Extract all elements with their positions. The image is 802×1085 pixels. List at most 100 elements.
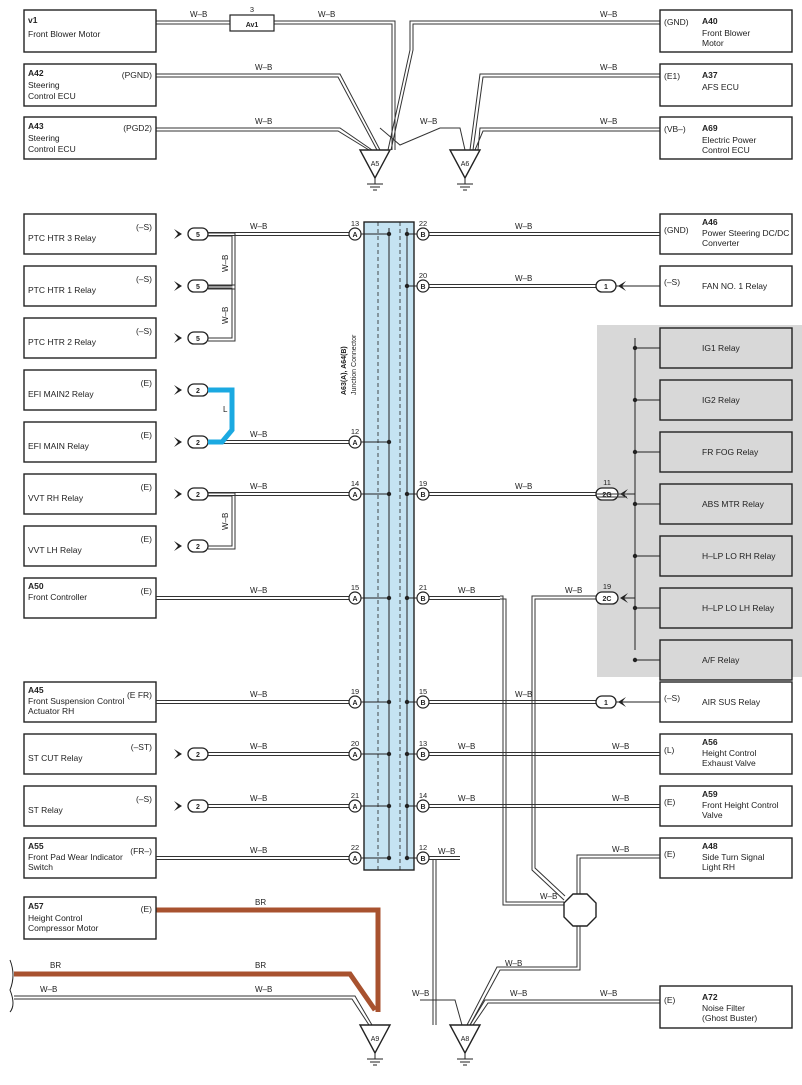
component-pin: (E FR) bbox=[127, 690, 152, 700]
component-name-line: Valve bbox=[702, 810, 723, 820]
component-name: FAN NO. 1 Relay bbox=[702, 281, 768, 291]
component-name-line: Compressor Motor bbox=[28, 923, 99, 933]
wire-label: W–B bbox=[600, 10, 617, 19]
component-name-line: Control ECU bbox=[28, 91, 76, 101]
junction-dot bbox=[632, 397, 638, 403]
connector-arrow bbox=[174, 437, 182, 447]
connector-pill bbox=[187, 227, 209, 241]
relay-box bbox=[659, 483, 793, 525]
junction-pin-number: 13 bbox=[351, 219, 359, 228]
wire-label: W–B bbox=[255, 63, 272, 72]
junction-connector: A63(A), A64(B) Junction Connector bbox=[341, 221, 415, 871]
connector-arrow bbox=[174, 489, 182, 499]
junction-dot bbox=[404, 491, 410, 497]
top-section: Av1 3 W–B W–B W–B W–B W–B W–B W–B W–B v1… bbox=[23, 5, 793, 191]
component-pin: (E) bbox=[141, 534, 153, 544]
junction-pin-number: 19 bbox=[419, 479, 427, 488]
component-box bbox=[23, 577, 157, 619]
component-name: AFS ECU bbox=[702, 82, 739, 92]
component-name: PTC HTR 3 Relay bbox=[28, 233, 97, 243]
wire-label: W–B bbox=[515, 690, 532, 699]
junction-pin-letter: A bbox=[352, 596, 357, 603]
component-name-line: Control ECU bbox=[702, 145, 750, 155]
component-code: A59 bbox=[702, 789, 718, 799]
connector-label: 2C bbox=[603, 596, 612, 603]
wire bbox=[208, 495, 233, 547]
component-box bbox=[23, 317, 157, 359]
ground-a5: A5 bbox=[358, 149, 392, 191]
junction-pin-number: 15 bbox=[351, 583, 359, 592]
junction-pin-letter: B bbox=[420, 752, 425, 759]
component-name: VVT RH Relay bbox=[28, 493, 84, 503]
wire-label: W–B bbox=[515, 482, 532, 491]
relay-box bbox=[659, 535, 793, 577]
junction-pin-number: 21 bbox=[351, 791, 359, 800]
junction-dot bbox=[632, 605, 638, 611]
component-pin: (GND) bbox=[664, 225, 689, 235]
component-box bbox=[659, 985, 793, 1029]
component-pin: (E) bbox=[664, 797, 676, 807]
relay-box bbox=[659, 431, 793, 473]
component-name: ST Relay bbox=[28, 805, 64, 815]
junction-pin-number: 13 bbox=[419, 739, 427, 748]
component-name-line: Exhaust Valve bbox=[702, 758, 756, 768]
wire-label: W–B bbox=[420, 117, 437, 126]
connector-number: 2 bbox=[196, 492, 200, 499]
component-code: A48 bbox=[702, 841, 718, 851]
fuse-pin: 3 bbox=[250, 5, 254, 14]
component-box bbox=[659, 681, 793, 723]
wire-label: W–B bbox=[190, 10, 207, 19]
component-name-line: Actuator RH bbox=[28, 706, 74, 716]
component-code: A56 bbox=[702, 737, 718, 747]
connector-arrow bbox=[174, 801, 182, 811]
junction-pin-number: 19 bbox=[351, 687, 359, 696]
component-box bbox=[23, 265, 157, 307]
component-pin: (–S) bbox=[136, 326, 152, 336]
component-code: A37 bbox=[702, 70, 718, 80]
wire-label: L bbox=[223, 405, 228, 414]
junction-dot bbox=[404, 283, 410, 289]
junction-dot bbox=[632, 657, 638, 663]
component-box bbox=[23, 63, 157, 107]
junction-pin-letter: B bbox=[420, 232, 425, 239]
relay-box bbox=[659, 587, 793, 629]
component-name: VVT LH Relay bbox=[28, 545, 82, 555]
wire bbox=[576, 854, 660, 894]
component-pin: (E) bbox=[141, 378, 153, 388]
junction-dot bbox=[632, 449, 638, 455]
wire-label: W–B bbox=[40, 985, 57, 994]
junction-pin-number: 22 bbox=[351, 843, 359, 852]
wire bbox=[500, 595, 564, 906]
wire bbox=[208, 284, 236, 342]
wire-label: W–B bbox=[250, 794, 267, 803]
component-name-line: (Ghost Buster) bbox=[702, 1013, 757, 1023]
wire-label: BR bbox=[50, 961, 61, 970]
wire bbox=[432, 860, 437, 1025]
junction-pin-letter: B bbox=[420, 284, 425, 291]
wire-label: W–B bbox=[221, 513, 230, 530]
wire-label: BR bbox=[255, 961, 266, 970]
component-code: A72 bbox=[702, 992, 718, 1002]
component-name-line: Front Pad Wear Indicator bbox=[28, 852, 123, 862]
wire-label: W–B bbox=[250, 846, 267, 855]
junction-pin-number: 20 bbox=[419, 271, 427, 280]
junction-pin-letter: B bbox=[420, 804, 425, 811]
wire bbox=[208, 287, 233, 339]
wire-label: W–B bbox=[458, 586, 475, 595]
component-name-line: Front Controller bbox=[28, 592, 87, 602]
wire bbox=[531, 595, 596, 901]
junction-dot bbox=[404, 231, 410, 237]
svg-text:A6: A6 bbox=[461, 161, 470, 168]
component-name-line: Electric Power bbox=[702, 135, 756, 145]
wire-label: W–B bbox=[612, 794, 629, 803]
component-name: PTC HTR 1 Relay bbox=[28, 285, 97, 295]
component-pin: (L) bbox=[664, 745, 675, 755]
junction-dot bbox=[386, 231, 392, 237]
junction-dot bbox=[404, 855, 410, 861]
component-box bbox=[23, 9, 157, 53]
component-name: ST CUT Relay bbox=[28, 753, 83, 763]
relay-box bbox=[659, 327, 793, 369]
